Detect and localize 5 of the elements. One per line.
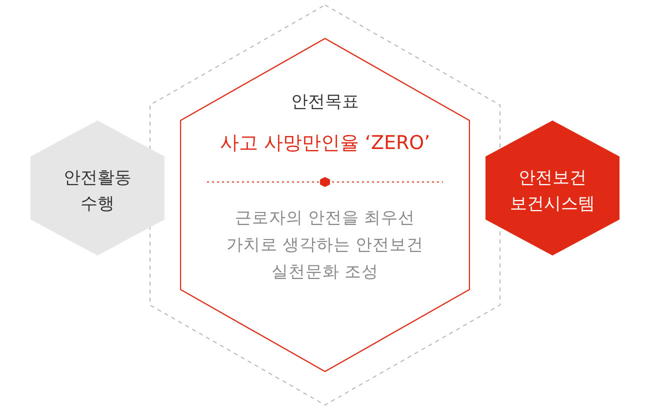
goal-title: 사고 사망만인율 ‘ZERO’ <box>218 132 432 155</box>
hexagon-label: 안전활동 수행 <box>62 167 132 216</box>
hexagon-label: 안전보건 보건시스템 <box>509 167 596 216</box>
goal-heading: 안전목표 <box>290 92 360 112</box>
goal-description: 근로자의 안전을 최우선 가치로 생각하는 안전보건 실천문화 조성 <box>225 207 425 284</box>
